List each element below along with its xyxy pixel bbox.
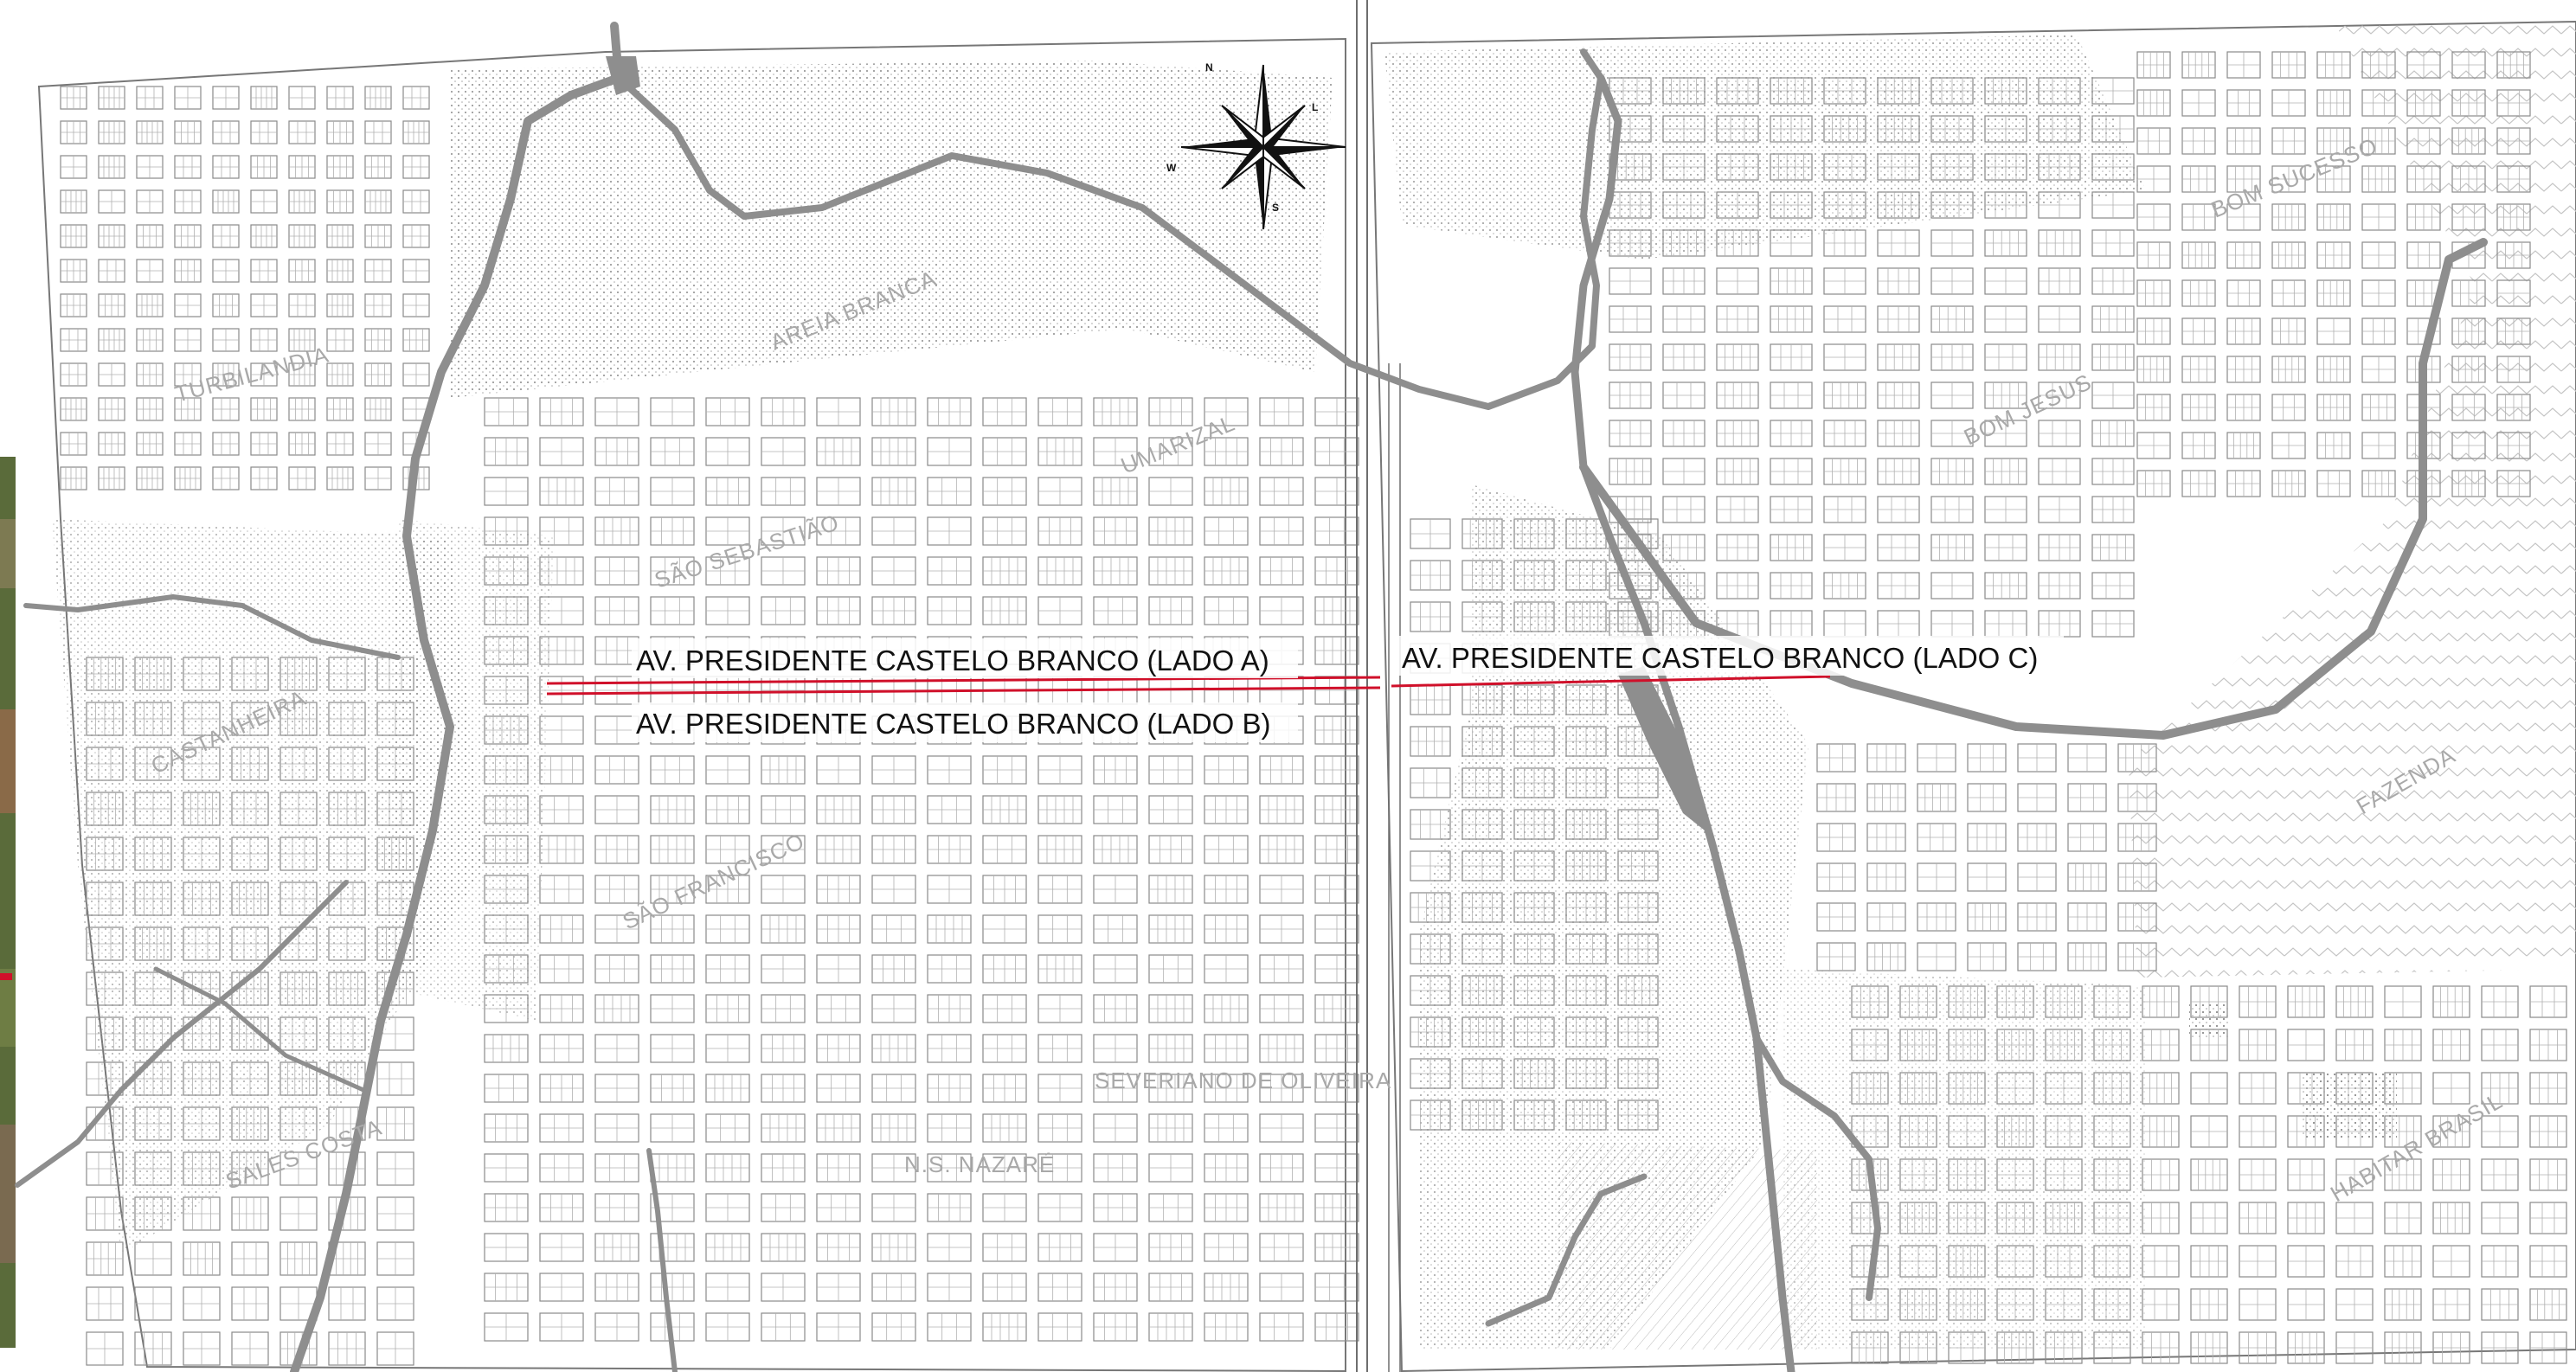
street-grid-right <box>1410 51 2567 1364</box>
label-avenue-lado-b: AV. PRESIDENTE CASTELO BRANCO (LADO B) <box>636 708 1271 740</box>
label-severiano: SEVERIANO DE OLIVEIRA <box>1095 1067 1391 1093</box>
compass-l-label: L <box>1312 101 1318 113</box>
label-ns-nazare: N.S. NAZARÉ <box>904 1151 1055 1177</box>
main-highway <box>1356 0 1401 1372</box>
avenue-castelo-branco-highlight <box>546 675 1831 696</box>
fazenda-area <box>2129 22 2576 978</box>
compass-rose-icon <box>1180 64 1346 230</box>
label-avenue-lado-a: AV. PRESIDENTE CASTELO BRANCO (LADO A) <box>636 644 1269 676</box>
compass-w-label: W <box>1166 162 1177 174</box>
compass-n-label: N <box>1205 61 1213 74</box>
compass-s-label: S <box>1272 202 1279 214</box>
label-avenue-lado-c: AV. PRESIDENTE CASTELO BRANCO (LADO C) <box>1402 642 2038 674</box>
lagoon <box>1618 666 1705 830</box>
pond <box>606 56 640 95</box>
street-grid-left <box>60 86 1359 1366</box>
satellite-strip <box>0 457 16 1348</box>
